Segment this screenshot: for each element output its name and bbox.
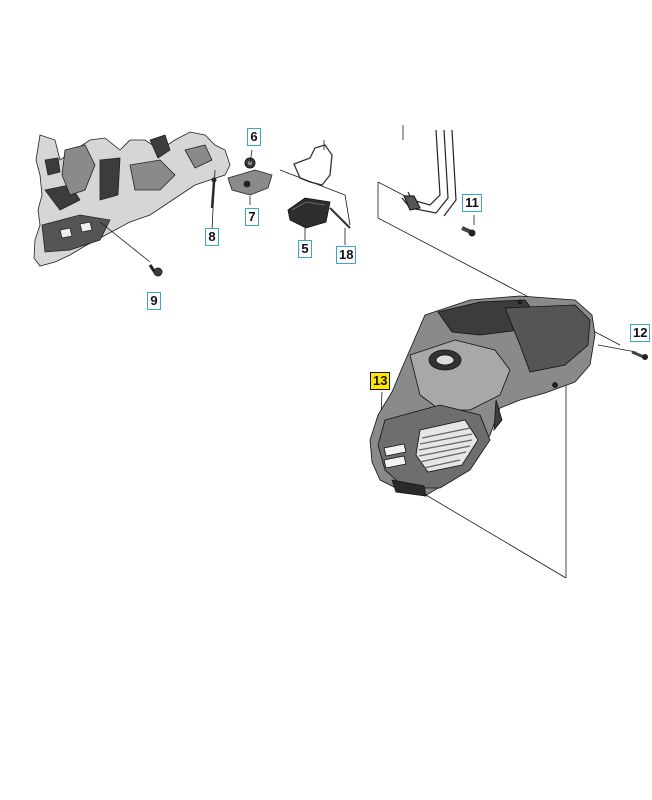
part-12-screw: [631, 350, 648, 360]
part-9-screw: [148, 264, 163, 277]
callout-part-8: 8: [205, 228, 219, 246]
handle-tube-part: [401, 129, 457, 217]
callout-part-12: 12: [630, 324, 651, 342]
part-8-rod: [210, 177, 217, 209]
callout-part-7: 7: [245, 208, 259, 226]
callout-part-11: 11: [462, 194, 482, 212]
callout-part-13: 13: [370, 372, 391, 390]
part-11-bolt: [461, 226, 476, 237]
callout-part-18: 18: [336, 246, 357, 264]
part-5-block: [287, 197, 331, 229]
part-13-starter-cover: [369, 295, 596, 497]
part-7-bracket: [227, 169, 273, 196]
part-18-pin: [329, 207, 351, 229]
spring-clip-part: [293, 144, 333, 186]
callout-part-9: 9: [147, 292, 161, 310]
callout-part-6: 6: [247, 128, 261, 146]
callout-part-5: 5: [298, 240, 312, 258]
engine-housing-part: [33, 131, 231, 267]
leader-lines: [99, 125, 637, 579]
